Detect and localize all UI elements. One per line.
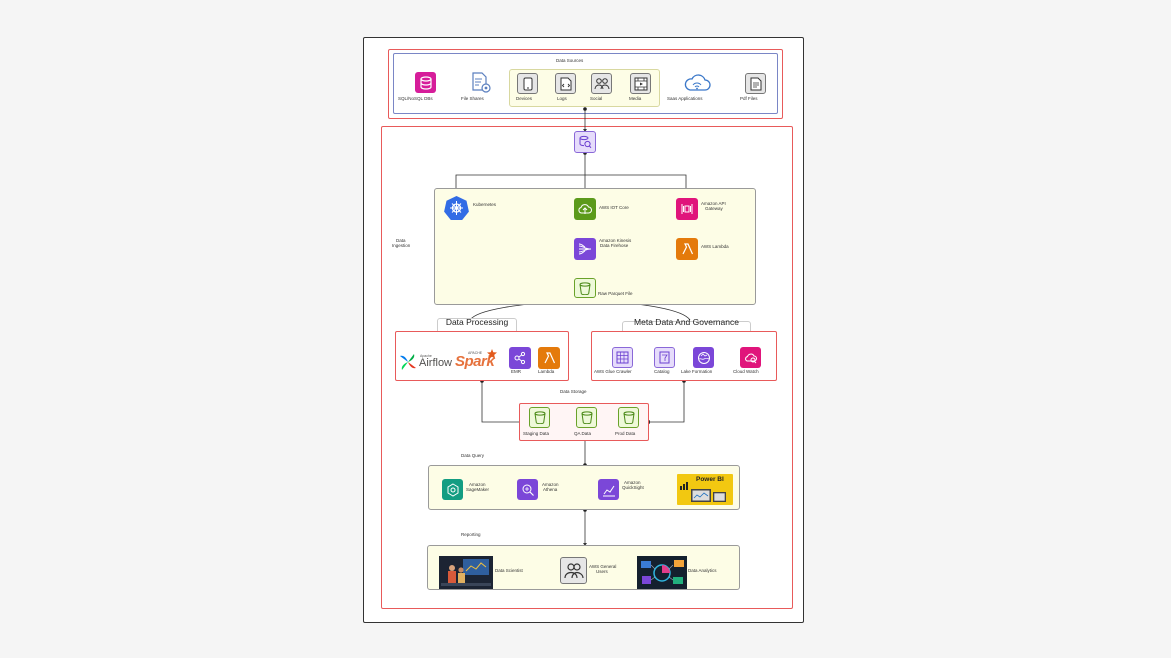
- video-icon: [630, 73, 651, 94]
- lambda-icon: [676, 238, 698, 260]
- catalog-label: Catalog: [654, 369, 670, 374]
- athena-label-line2: Athena: [543, 487, 558, 492]
- quicksight-label-line1: Amazon: [624, 480, 641, 485]
- processing-title: Data Processing: [445, 317, 509, 327]
- spark-small-label: APACHE: [468, 351, 483, 355]
- prod-label: Prod Data: [615, 431, 636, 436]
- data-analytics-image: [637, 556, 687, 589]
- lake-formation-label: Lake Formation: [681, 369, 713, 374]
- airflow-label: Airflow: [419, 357, 453, 369]
- raw-parquet-label: Raw Parquet File: [598, 291, 633, 296]
- iot-core-label: AWS IOT Core: [599, 205, 629, 210]
- sagemaker-icon: [442, 479, 463, 500]
- data-analytics-label: Data Analytics: [688, 568, 717, 573]
- database-icon: [415, 72, 436, 93]
- sagemaker-label-line2: SageMaker: [466, 487, 490, 492]
- code-file-icon: [555, 73, 576, 94]
- phone-icon: [517, 73, 538, 94]
- airflow-small-label: Apache: [420, 354, 432, 358]
- staging-label: Staging Data: [523, 431, 550, 436]
- file-settings-icon: [470, 72, 492, 94]
- ingestion-label-line2: Ingestion: [392, 243, 411, 248]
- emr-icon: [509, 347, 531, 369]
- powerbi-devices-icon: [690, 487, 728, 503]
- qa-label: QA Data: [574, 431, 592, 436]
- glue-crawler-label: AWS Glue Crawler: [594, 369, 632, 374]
- ingestion-label-line1: Data: [396, 238, 406, 243]
- bucket-icon: [574, 278, 596, 298]
- cloudwatch-label: Cloud Watch: [733, 369, 759, 374]
- cloud-wifi-icon: [683, 73, 711, 93]
- people-icon: [591, 73, 612, 94]
- athena-icon: [517, 479, 538, 500]
- api-gateway-icon: [676, 198, 698, 220]
- kinesis-label-line1: Amazon Kinesis: [599, 238, 632, 243]
- source-label-sql: SQL/NoSQL DBs: [398, 96, 433, 101]
- catalog-icon: [654, 347, 675, 368]
- lambda-label: AWS Lambda: [701, 244, 729, 249]
- spark-star-icon: [486, 347, 498, 359]
- cloudwatch-icon: [740, 347, 761, 368]
- general-users-icon: [560, 557, 587, 584]
- pdf-file-icon: [745, 73, 766, 94]
- source-label-devices: Devices: [516, 96, 533, 101]
- powerbi-logo: Power BI: [677, 474, 733, 505]
- pipeline-container: [381, 126, 793, 609]
- lake-formation-icon: [693, 347, 714, 368]
- general-users-label-line1: AWS General: [589, 564, 617, 569]
- kubernetes-label: Kubernetes: [473, 202, 497, 207]
- qa-bucket-icon: [576, 407, 597, 428]
- sagemaker-label-line1: Amazon: [469, 482, 486, 487]
- governance-title: Meta Data And Governance: [634, 317, 739, 327]
- prod-bucket-icon: [618, 407, 639, 428]
- staging-bucket-icon: [529, 407, 550, 428]
- quicksight-label-line2: QuickSight: [622, 485, 644, 490]
- general-users-label-line2: Users: [596, 569, 608, 574]
- source-label-logs: Logs: [557, 96, 567, 101]
- source-label-media: Media: [629, 96, 642, 101]
- powerbi-label: Power BI: [696, 476, 724, 483]
- data-crawler-icon: [574, 131, 596, 153]
- source-label-fileshares: File Shares: [461, 96, 484, 101]
- data-scientist-label: Data Scientist: [495, 568, 523, 573]
- glue-crawler-icon: [612, 347, 633, 368]
- processing-lambda-icon: [538, 347, 560, 369]
- iot-core-icon: [574, 198, 596, 220]
- emr-label: EMR: [511, 369, 521, 374]
- sources-outer-box: [388, 49, 783, 119]
- storage-title: Data Storage: [560, 389, 587, 394]
- quicksight-icon: [598, 479, 619, 500]
- source-label-social: Social: [590, 96, 603, 101]
- airflow-logo-icon: [398, 352, 418, 372]
- api-gateway-label-line2: Gateway: [705, 206, 723, 211]
- reporting-title: Reporting: [461, 532, 481, 537]
- kubernetes-icon: [444, 195, 469, 221]
- kinesis-label-line2: Data Firehose: [600, 243, 629, 248]
- source-label-saas: Saas Applications: [667, 96, 703, 101]
- source-label-pdf: Pdf Files: [740, 96, 758, 101]
- kinesis-firehose-icon: [574, 238, 596, 260]
- processing-lambda-label: Lambda: [538, 369, 555, 374]
- sources-title: Data Sources: [556, 58, 584, 63]
- api-gateway-label-line1: Amazon API: [701, 201, 726, 206]
- query-title: Data Query: [461, 453, 485, 458]
- powerbi-bars-icon: [680, 477, 690, 490]
- athena-label-line1: Amazon: [542, 482, 559, 487]
- data-scientist-image: [439, 556, 493, 589]
- spark-label: Spark: [455, 353, 495, 370]
